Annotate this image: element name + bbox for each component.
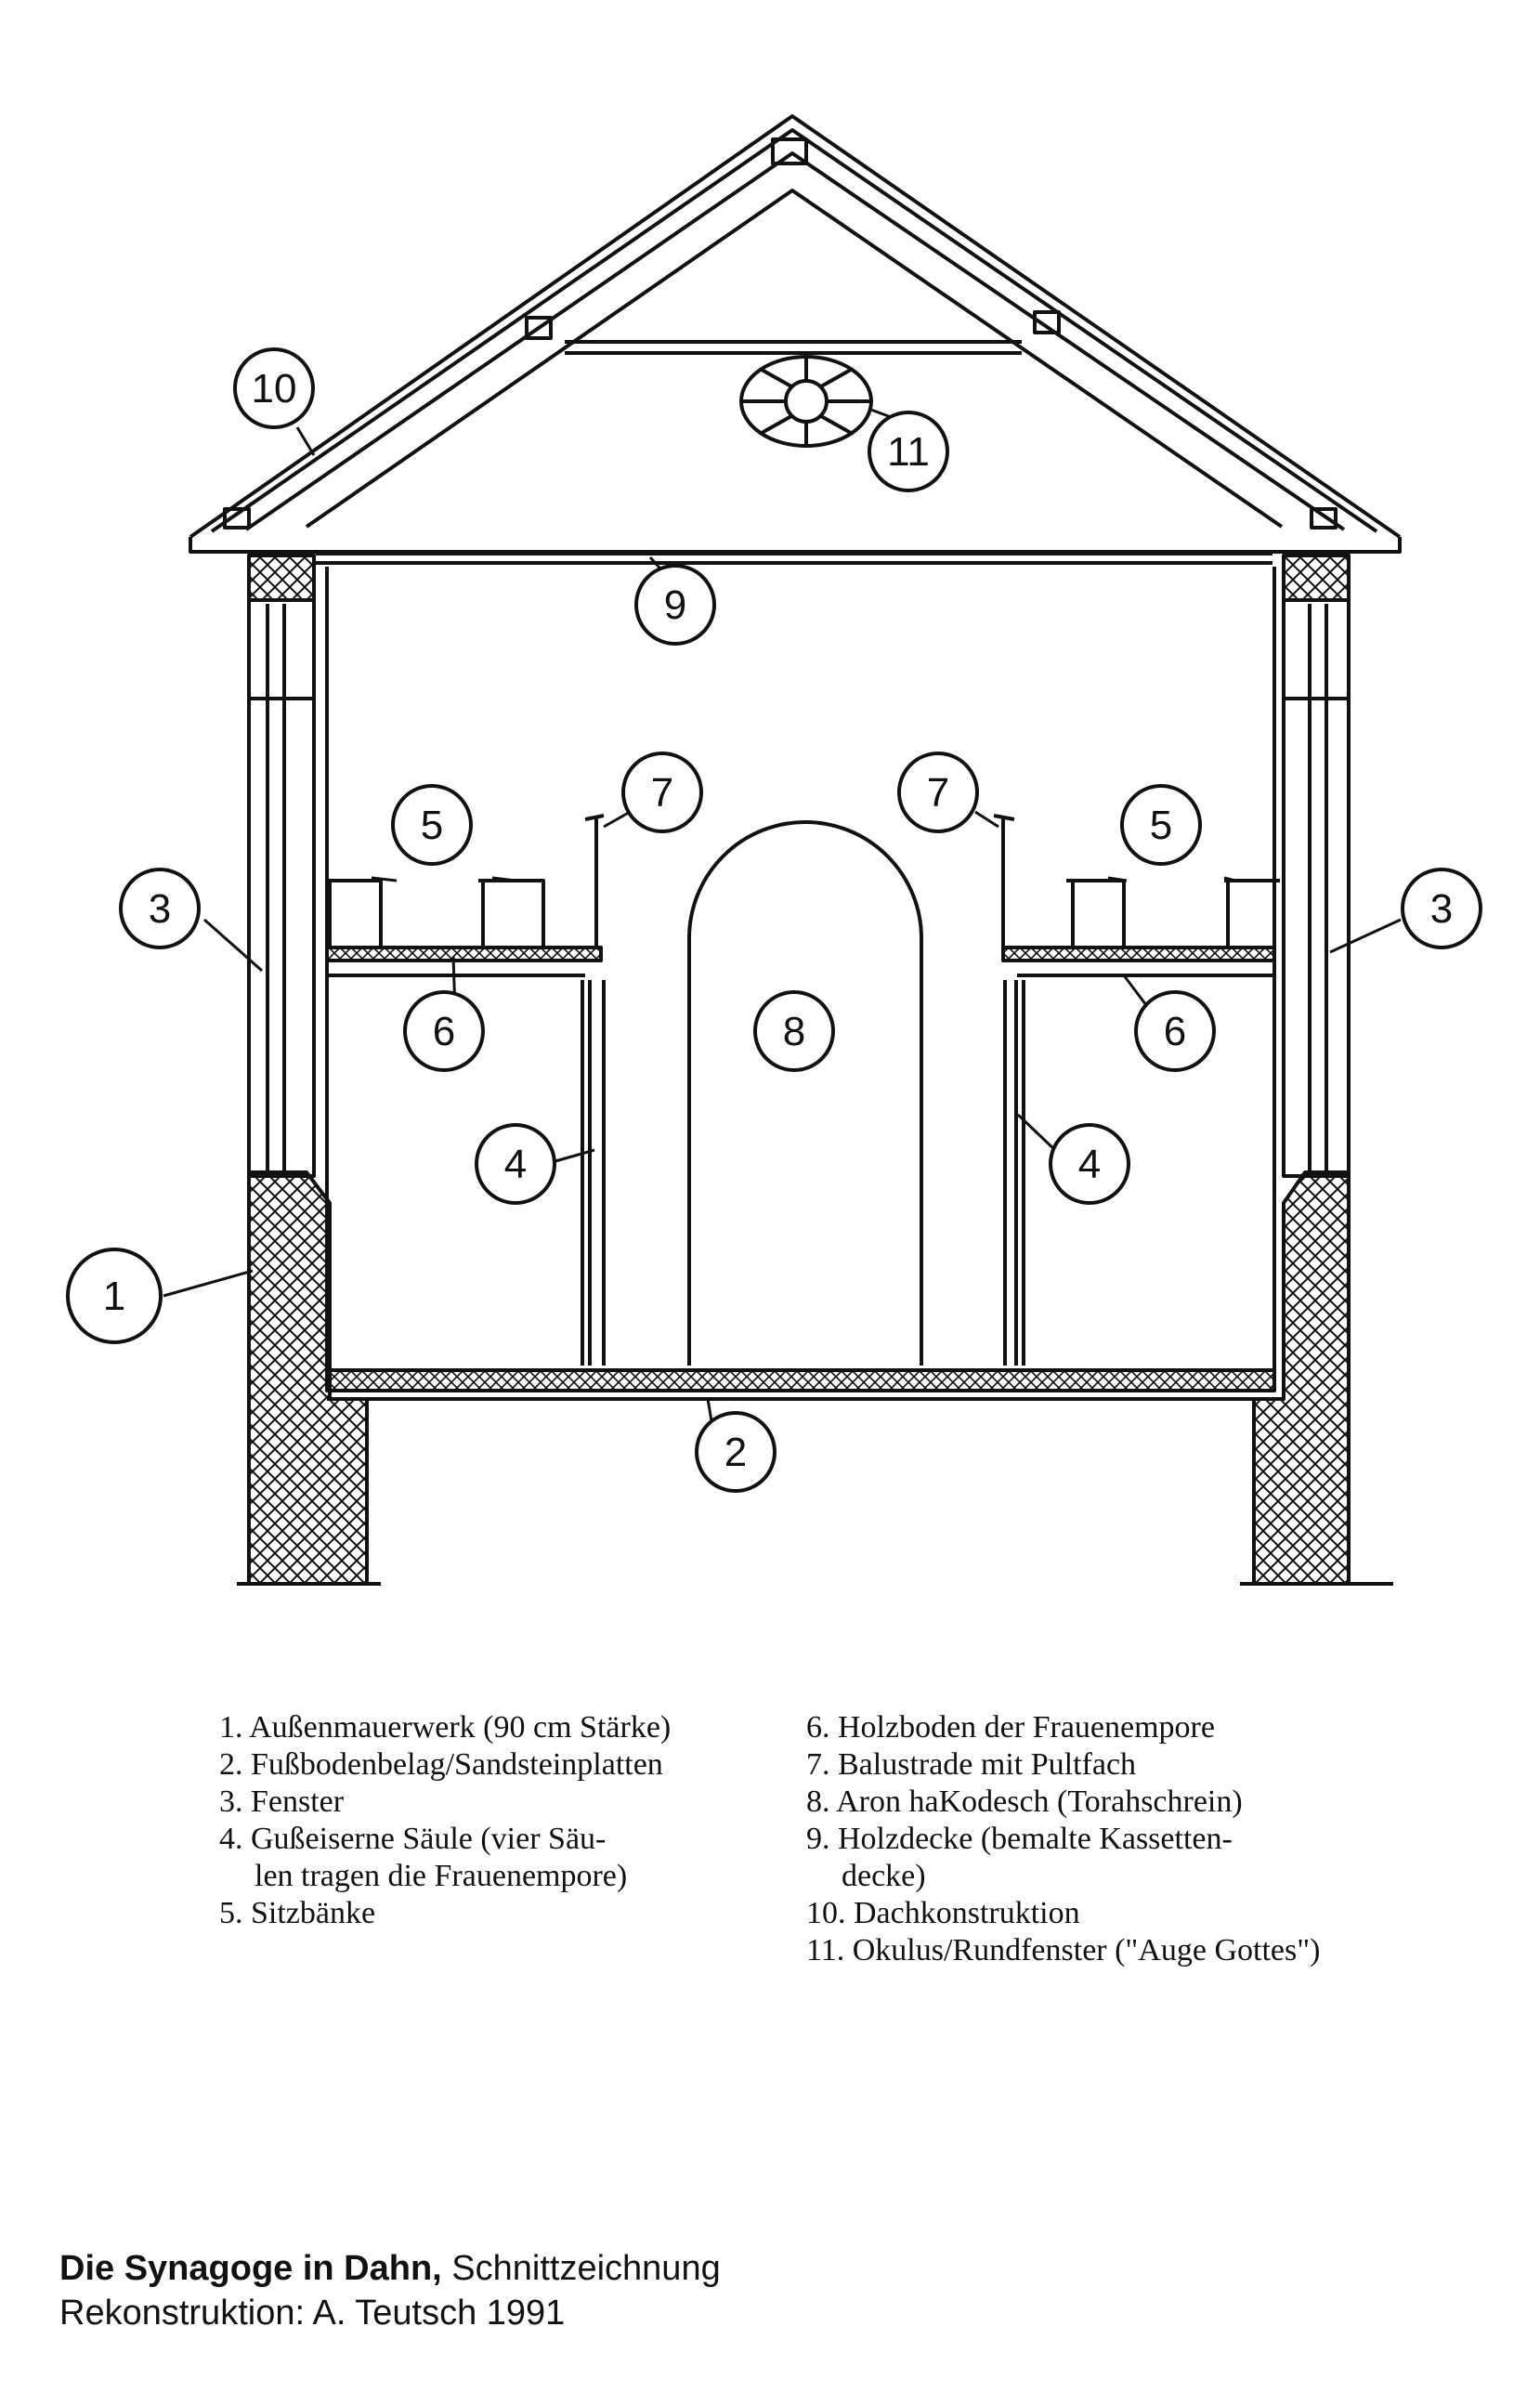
legend-item-9: 9. Holzdecke (bemalte Kassetten- (806, 1822, 1233, 1856)
legend-right: 6. Holzboden der Frauenempore 7. Balustr… (806, 1709, 1320, 1969)
svg-text:1: 1 (103, 1274, 125, 1319)
marker-3-right: 3 (1401, 868, 1482, 949)
marker-5-left: 5 (391, 784, 473, 866)
cast-iron-columns-right (1003, 980, 1025, 1366)
marker-7-right: 7 (897, 752, 979, 833)
svg-text:7: 7 (651, 770, 673, 816)
marker-4-left: 4 (475, 1123, 556, 1205)
legend-item-4-continuation: len tragen die Frauenempore) (254, 1859, 628, 1893)
legend-item-7: 7. Balustrade mit Pultfach (806, 1747, 1137, 1782)
svg-text:5: 5 (421, 803, 443, 848)
marker-11: 11 (868, 411, 949, 492)
legend-left: 1. Außenmauerwerk (90 cm Stärke) 2. Fußb… (219, 1709, 671, 1932)
marker-5-right: 5 (1120, 784, 1202, 866)
oculus-window (739, 355, 873, 448)
legend-item-10: 10. Dachkonstruktion (806, 1896, 1080, 1930)
marker-4-right: 4 (1049, 1123, 1130, 1205)
wooden-ceiling (316, 552, 1272, 565)
svg-text:3: 3 (149, 886, 171, 932)
svg-text:6: 6 (433, 1009, 455, 1054)
sandstone-floor (325, 1368, 1276, 1401)
marker-6-right: 6 (1134, 990, 1216, 1072)
balustrade-right (993, 814, 1015, 948)
caption-line-2: Rekonstruktion: A. Teutsch 1991 (59, 2294, 566, 2333)
svg-text:7: 7 (927, 770, 949, 816)
legend-item-2: 2. Fußbodenbelag/Sandsteinplatten (219, 1747, 663, 1782)
outer-wall-left (237, 554, 381, 1586)
roof-structure (189, 114, 1402, 554)
svg-text:9: 9 (664, 582, 686, 628)
marker-6-left: 6 (403, 990, 485, 1072)
caption: Die Synagoge in Dahn, Schnittzeichnung R… (59, 2246, 721, 2335)
legend-item-9-continuation: decke) (842, 1859, 926, 1893)
caption-line-1: Die Synagoge in Dahn, Schnittzeichnung (59, 2246, 721, 2291)
marker-3-left: 3 (119, 868, 201, 949)
benches-left (327, 879, 545, 948)
svg-text:10: 10 (252, 366, 297, 412)
legend-item-11: 11. Okulus/Rundfenster ("Auge Gottes") (806, 1933, 1321, 1967)
legend-item-5: 5. Sitzbänke (219, 1896, 376, 1930)
marker-10: 10 (233, 347, 315, 429)
marker-7-left: 7 (621, 752, 703, 833)
svg-text:4: 4 (1078, 1142, 1101, 1187)
marker-9: 9 (634, 564, 716, 646)
svg-text:11: 11 (887, 429, 930, 475)
svg-text:4: 4 (504, 1142, 527, 1187)
svg-text:3: 3 (1430, 886, 1453, 932)
caption-title: Die Synagoge in Dahn, (59, 2249, 442, 2288)
svg-text:2: 2 (724, 1430, 747, 1475)
legend-item-4: 4. Gußeiserne Säule (vier Säu- (219, 1822, 607, 1856)
gallery-floor-right (1001, 946, 1276, 977)
benches-right (1066, 879, 1280, 948)
marker-8: 8 (753, 990, 835, 1072)
gallery-floor-left (325, 946, 603, 977)
svg-text:6: 6 (1164, 1009, 1186, 1054)
legend-item-8: 8. Aron haKodesch (Torahschrein) (806, 1784, 1243, 1819)
torah-ark (687, 820, 923, 1366)
legend-item-1: 1. Außenmauerwerk (90 cm Stärke) (219, 1710, 672, 1745)
svg-text:8: 8 (783, 1009, 805, 1054)
synagogue-cross-section-drawing: 1 2 3 3 4 4 5 5 6 6 7 7 8 9 10 11 (66, 114, 1482, 1586)
cast-iron-columns-left (581, 980, 606, 1366)
marker-1: 1 (66, 1248, 163, 1344)
outer-wall-right (1240, 554, 1393, 1586)
marker-2: 2 (695, 1411, 777, 1493)
balustrade-left (584, 814, 605, 948)
legend-item-3: 3. Fenster (219, 1784, 345, 1819)
svg-text:5: 5 (1150, 803, 1172, 848)
legend-item-6: 6. Holzboden der Frauenempore (806, 1710, 1215, 1745)
caption-subtitle: Schnittzeichnung (451, 2249, 721, 2288)
